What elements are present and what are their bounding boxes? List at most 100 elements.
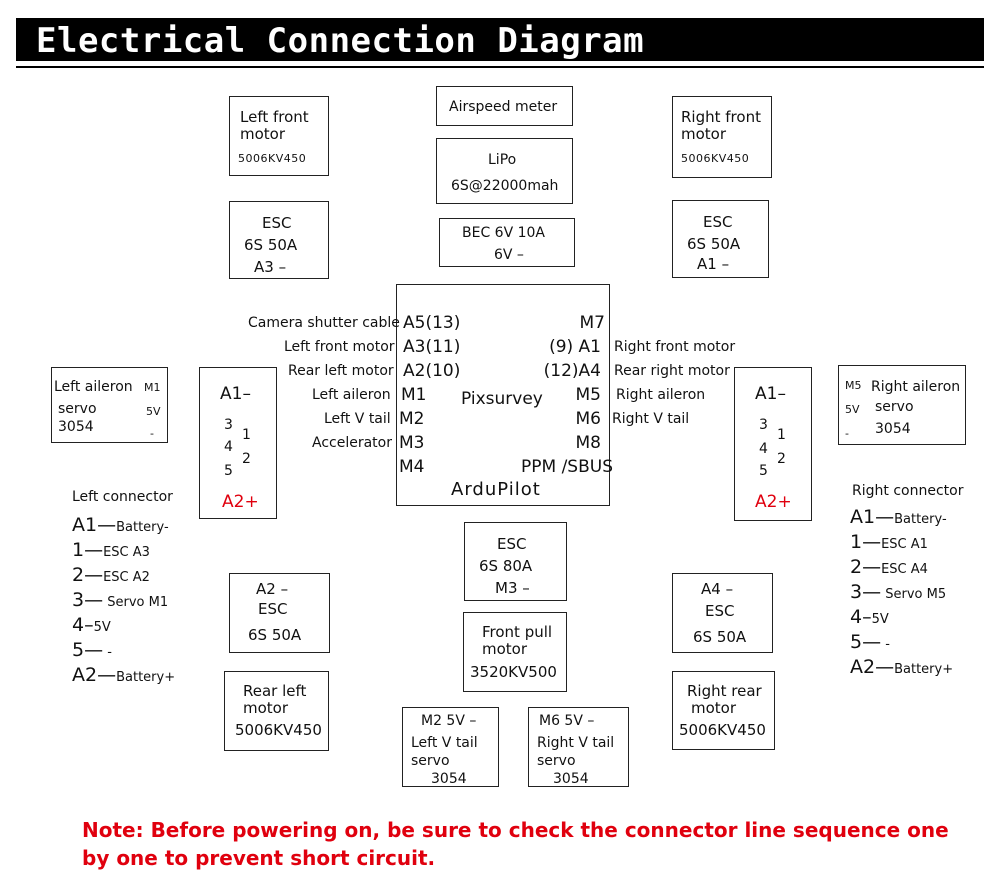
left-connector-legend: A1—Battery- 1—ESC A3 2—ESC A2 3— Servo M… [72, 514, 175, 689]
label-left-v-tail: Left V tail [324, 411, 391, 427]
left-aileron-name: Left aileron [54, 379, 133, 395]
right-aileron-pin-signal: M5 [845, 379, 862, 392]
left-v-tail-model: 3054 [431, 771, 467, 787]
legend-row: 4–5V [72, 614, 111, 636]
title-bar [16, 18, 984, 61]
rear-left-motor-box: Rear left motor 5006KV450 [224, 671, 329, 751]
fc-pin-m3: M3 [399, 433, 425, 453]
esc-a4-box: A4 – ESC 6S 50A [672, 573, 773, 653]
left-aileron-pin-signal: M1 [144, 381, 161, 394]
bec-output: 6V – [494, 247, 524, 263]
left-connector-a2: A2+ [222, 492, 259, 512]
left-front-motor-box: Left front motor 5006KV450 [229, 96, 329, 176]
label-right-aileron: Right aileron [616, 387, 706, 403]
esc-a1-title: ESC [703, 213, 733, 231]
esc-a3-spec: 6S 50A [244, 236, 298, 254]
left-connector-pin-2: 2 [242, 451, 251, 467]
fc-pin-ppm-sbus: PPM /SBUS [521, 457, 613, 477]
esc-a1-spec: 6S 50A [687, 235, 741, 253]
fc-pin-m5: M5 [575, 385, 601, 405]
fc-pin-a3: A3(11) [403, 337, 461, 357]
legend-row: 5— - [72, 639, 112, 661]
fc-pin-m8: M8 [575, 433, 601, 453]
right-aileron-servo-box: M5 5V - Right aileron servo 3054 [838, 365, 966, 445]
legend-row: A2—Battery+ [72, 664, 176, 686]
right-rear-motor-spec: 5006KV450 [679, 721, 766, 739]
left-aileron-pin-power: 5V [146, 405, 161, 418]
label-right-v-tail: Right V tail [612, 411, 690, 427]
front-pull-motor-label: motor [482, 640, 528, 658]
right-aileron-model: 3054 [875, 421, 911, 437]
right-front-motor-name: Right front motor [681, 108, 761, 143]
legend-row: 3— Servo M1 [72, 589, 169, 611]
bec-rating: BEC 6V 10A [462, 225, 546, 241]
legend-row: 4–5V [850, 606, 889, 628]
left-aileron-pin-ground: - [150, 427, 154, 440]
esc-a1-pin: A1 – [697, 255, 730, 273]
front-pull-motor-name: Front pull [482, 623, 553, 641]
right-rear-motor-name: Right rear [687, 682, 762, 700]
right-connector-pin-1: 1 [777, 427, 786, 443]
label-left-aileron: Left aileron [312, 387, 391, 403]
esc-a4-title: ESC [705, 602, 735, 620]
esc-a4-spec: 6S 50A [693, 628, 747, 646]
flight-controller-box: A5(13) A3(11) A2(10) M1 M2 M3 M4 M7 (9) … [396, 284, 613, 506]
rear-left-motor-name: Rear left [243, 682, 307, 700]
esc-a2-spec: 6S 50A [248, 626, 302, 644]
right-aileron-pin-ground: - [845, 427, 849, 440]
label-left-front-motor: Left front motor [284, 339, 395, 355]
esc-m3-pin: M3 – [495, 579, 530, 597]
left-v-tail-pins: M2 5V – [421, 713, 477, 729]
right-front-motor-box: Right front motor 5006KV450 [672, 96, 772, 178]
title-divider [16, 66, 984, 68]
right-v-tail-pins: M6 5V – [539, 713, 595, 729]
fc-pin-m7: M7 [579, 313, 605, 333]
esc-a1-box: ESC 6S 50A A1 – [672, 200, 769, 278]
esc-m3-box: ESC 6S 80A M3 – [464, 522, 567, 601]
front-pull-motor-box: Front pull motor 3520KV500 [463, 612, 567, 692]
left-connector-pin-3: 3 [224, 417, 233, 433]
right-connector-pin-5: 5 [759, 463, 768, 479]
fc-pin-a1: (9) A1 [549, 337, 601, 357]
fc-name-label: ArduPilot [451, 479, 541, 500]
left-connector-pin-1: 1 [242, 427, 251, 443]
left-connector-pin-4: 4 [224, 439, 233, 455]
fc-model-label: Pixsurvey [461, 389, 543, 409]
fc-pin-m2: M2 [399, 409, 425, 429]
left-v-tail-servo: servo [411, 753, 450, 769]
rear-left-motor-label: motor [243, 699, 289, 717]
label-accelerator: Accelerator [312, 435, 392, 451]
rear-left-motor-spec: 5006KV450 [235, 721, 322, 739]
left-aileron-servo: servo [58, 401, 97, 417]
fc-pin-a2: A2(10) [403, 361, 461, 381]
right-connector-legend: A1—Battery- 1—ESC A1 2—ESC A4 3— Servo M… [850, 506, 953, 681]
legend-row: A1—Battery- [72, 514, 169, 536]
label-camera-shutter-cable: Camera shutter cable [248, 315, 400, 331]
right-front-motor-spec: 5006KV450 [681, 152, 750, 165]
left-front-motor-spec: 5006KV450 [238, 152, 307, 165]
right-connector-title: Right connector [852, 483, 964, 499]
right-aileron-pin-power: 5V [845, 403, 860, 416]
legend-row: 2—ESC A2 [72, 564, 150, 586]
legend-row: 1—ESC A1 [850, 531, 928, 553]
right-v-tail-servo: servo [537, 753, 576, 769]
right-aileron-name: Right aileron [871, 379, 961, 395]
esc-a4-pin: A4 – [701, 580, 734, 598]
esc-a3-pin: A3 – [254, 258, 287, 276]
left-connector-box: A1– 3 4 5 1 2 A2+ [199, 367, 277, 519]
esc-m3-title: ESC [497, 535, 527, 553]
right-connector-a1: A1– [755, 384, 786, 404]
legend-row: 5— - [850, 631, 890, 653]
right-v-tail-servo-box: M6 5V – Right V tail servo 3054 [528, 707, 629, 787]
legend-row: A2—Battery+ [850, 656, 954, 678]
fc-pin-m1: M1 [401, 385, 427, 405]
esc-m3-spec: 6S 80A [479, 557, 533, 575]
label-rear-right-motor: Rear right motor [614, 363, 730, 379]
right-v-tail-name: Right V tail [537, 735, 615, 751]
right-connector-pin-4: 4 [759, 441, 768, 457]
right-v-tail-model: 3054 [553, 771, 589, 787]
front-pull-motor-spec: 3520KV500 [470, 663, 557, 681]
left-connector-pin-5: 5 [224, 463, 233, 479]
left-v-tail-name: Left V tail [411, 735, 478, 751]
page-title: Electrical Connection Diagram [36, 21, 645, 61]
